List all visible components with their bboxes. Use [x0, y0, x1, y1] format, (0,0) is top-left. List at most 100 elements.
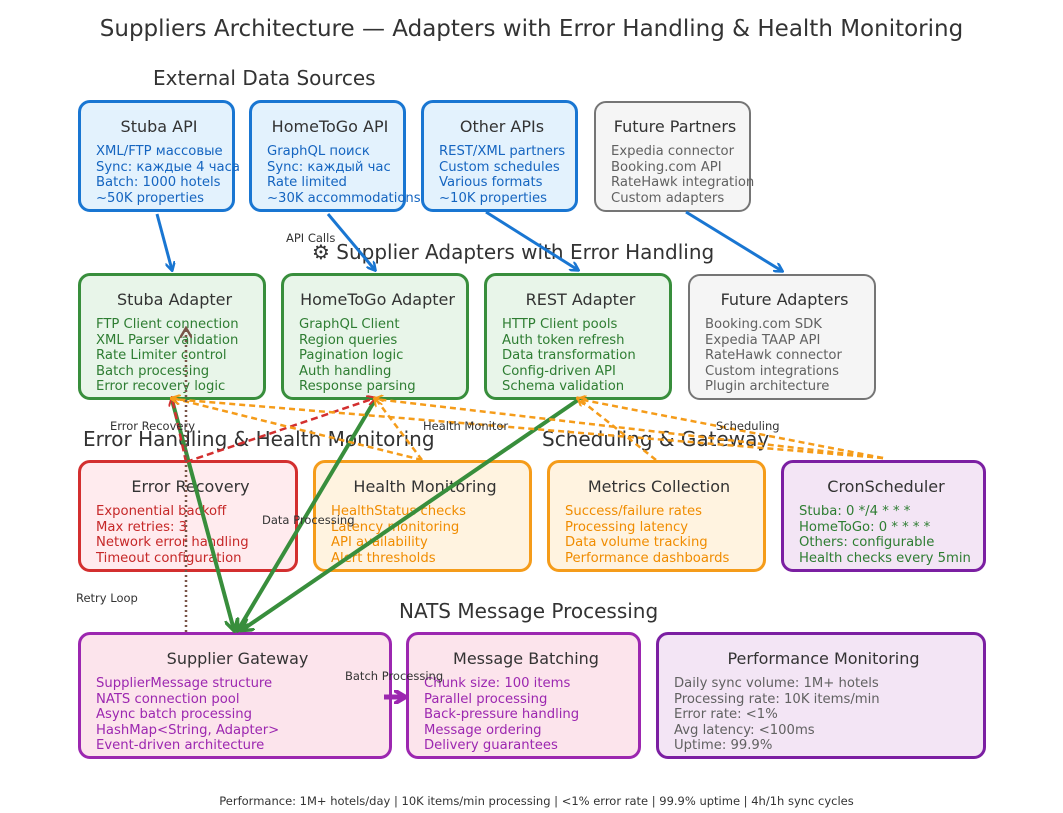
box-line: Custom integrations [705, 363, 840, 379]
box-line: Region queries [299, 332, 398, 348]
box-line: RateHawk integration [611, 175, 755, 191]
box-line: Various formats [439, 175, 543, 191]
box-line: Error recovery logic [96, 379, 226, 395]
box-line: Chunk size: 100 items [424, 676, 571, 691]
box-line: FTP Client connection [96, 317, 239, 332]
box-line: Expedia connector [611, 144, 734, 159]
diagram-title: Suppliers Architecture — Adapters with E… [99, 16, 964, 42]
box-line: Plugin architecture [705, 379, 830, 395]
box-line: Auth handling [299, 363, 392, 379]
box-line: Rate Limiter control [96, 348, 227, 364]
box-line: Custom adapters [611, 190, 725, 206]
box-line: Sync: каждый час [267, 159, 391, 175]
stuba-api-box: Stuba API XML/FTP массовые Sync: каждые … [78, 100, 240, 212]
box-line: HashMap<String, Adapter> [96, 722, 280, 738]
section-nats-processing: NATS Message Processing [399, 599, 659, 623]
box-line: Exponential backoff [96, 504, 227, 519]
cron-scheduler-box: CronScheduler Stuba: 0 */4 * * * HomeToG… [781, 460, 986, 572]
box-title: Health Monitoring [353, 477, 497, 496]
box-line: Back-pressure handling [424, 707, 580, 723]
box-line: Event-driven architecture [96, 738, 265, 754]
box-line: GraphQL Client [299, 317, 400, 332]
box-title: Other APIs [459, 117, 545, 136]
box-line: Delivery guarantees [424, 738, 558, 754]
box-line: Booking.com API [611, 159, 722, 175]
hometogo-api-box: HomeToGo API GraphQL поиск Sync: каждый … [249, 100, 421, 212]
other-apis-box: Other APIs REST/XML partners Custom sche… [421, 100, 578, 212]
box-title: Future Partners [613, 117, 737, 136]
edge-label-retry-loop: Retry Loop [76, 591, 138, 605]
performance-monitoring-box: Performance Monitoring Daily sync volume… [656, 632, 986, 759]
edge-label-api-calls: API Calls [286, 231, 336, 245]
box-line: Timeout configuration [96, 550, 242, 566]
box-line: SupplierMessage structure [96, 676, 273, 691]
box-line: Uptime: 99.9% [674, 738, 773, 754]
box-line: XML Parser validation [96, 332, 239, 348]
box-line: Network error handling [96, 535, 249, 551]
box-title: CronScheduler [827, 477, 945, 496]
box-line: Latency monitoring [331, 519, 460, 535]
box-line: GraphQL поиск [267, 144, 370, 159]
box-line: XML/FTP массовые [96, 144, 223, 159]
box-title: REST Adapter [525, 290, 636, 309]
box-line: Batch processing [96, 363, 210, 379]
box-line: Response parsing [299, 379, 416, 395]
box-line: Max retries: 3 [96, 519, 187, 535]
hometogo-adapter-box: HomeToGo Adapter GraphQL Client Region q… [281, 273, 469, 400]
box-line: Custom schedules [439, 159, 560, 175]
rest-adapter-box: REST Adapter HTTP Client pools Auth toke… [484, 273, 672, 400]
edge-label-health-monitor: Health Monitor [423, 419, 509, 433]
box-line: Auth token refresh [502, 332, 625, 348]
box-line: Config-driven API [502, 363, 616, 379]
box-line: Message ordering [424, 722, 542, 738]
box-line: Pagination logic [299, 348, 404, 364]
box-line: ~50K properties [96, 190, 204, 206]
box-line: Data volume tracking [565, 535, 708, 551]
box-line: RateHawk connector [705, 348, 842, 364]
future-partners-box: Future Partners Expedia connector Bookin… [594, 101, 755, 212]
box-line: Avg latency: <100ms [674, 722, 815, 738]
box-line: HomeToGo: 0 * * * * [799, 519, 931, 535]
box-line: Data transformation [502, 348, 636, 364]
metrics-collection-box: Metrics Collection Success/failure rates… [547, 460, 766, 572]
edge-label-data-processing: Data Processing [262, 513, 355, 527]
box-line: NATS connection pool [96, 691, 240, 707]
box-line: ~30K accommodations [267, 190, 421, 206]
section-external-data-sources: External Data Sources [153, 66, 376, 90]
box-line: Stuba: 0 */4 * * * [799, 504, 911, 519]
box-line: Parallel processing [424, 691, 548, 707]
box-title: Stuba API [120, 117, 198, 136]
box-title: HomeToGo API [271, 117, 389, 136]
edge-label-error-recovery: Error Recovery [110, 419, 196, 433]
performance-footer: Performance: 1M+ hotels/day | 10K items/… [219, 794, 854, 808]
stuba-adapter-box: Stuba Adapter FTP Client connection XML … [78, 273, 266, 400]
box-title: HomeToGo Adapter [300, 290, 455, 309]
box-line: Expedia TAAP API [705, 332, 821, 348]
box-line: REST/XML partners [439, 144, 566, 159]
box-line: Alert thresholds [331, 550, 436, 566]
supplier-gateway-box: Supplier Gateway SupplierMessage structu… [78, 632, 392, 759]
box-title: Stuba Adapter [116, 290, 233, 309]
future-adapters-box: Future Adapters Booking.com SDK Expedia … [688, 274, 876, 400]
box-line: Health checks every 5min [799, 550, 971, 566]
box-title: Error Recovery [131, 477, 250, 496]
box-line: Performance dashboards [565, 550, 730, 566]
box-line: ~10K properties [439, 190, 547, 206]
box-title: Metrics Collection [587, 477, 731, 496]
box-title: Supplier Gateway [166, 649, 309, 668]
box-line: API availability [331, 535, 428, 551]
box-line: Others: configurable [799, 535, 935, 551]
box-line: Rate limited [267, 175, 347, 191]
box-line: Schema validation [502, 379, 625, 395]
box-line: Success/failure rates [565, 504, 703, 519]
box-line: HealthStatus checks [331, 504, 466, 519]
arrow-stuba-api-to-adapter [155, 213, 172, 270]
box-line: Batch: 1000 hotels [96, 175, 221, 191]
box-line: Sync: каждые 4 часа [96, 159, 240, 175]
section-supplier-adapters: ⚙ Supplier Adapters with Error Handling [312, 240, 715, 264]
box-line: Booking.com SDK [705, 317, 822, 332]
box-line: Daily sync volume: 1M+ hotels [674, 676, 879, 691]
box-line: HTTP Client pools [502, 317, 618, 332]
box-title: Message Batching [453, 649, 599, 668]
edge-label-batch-processing: Batch Processing [345, 669, 444, 683]
